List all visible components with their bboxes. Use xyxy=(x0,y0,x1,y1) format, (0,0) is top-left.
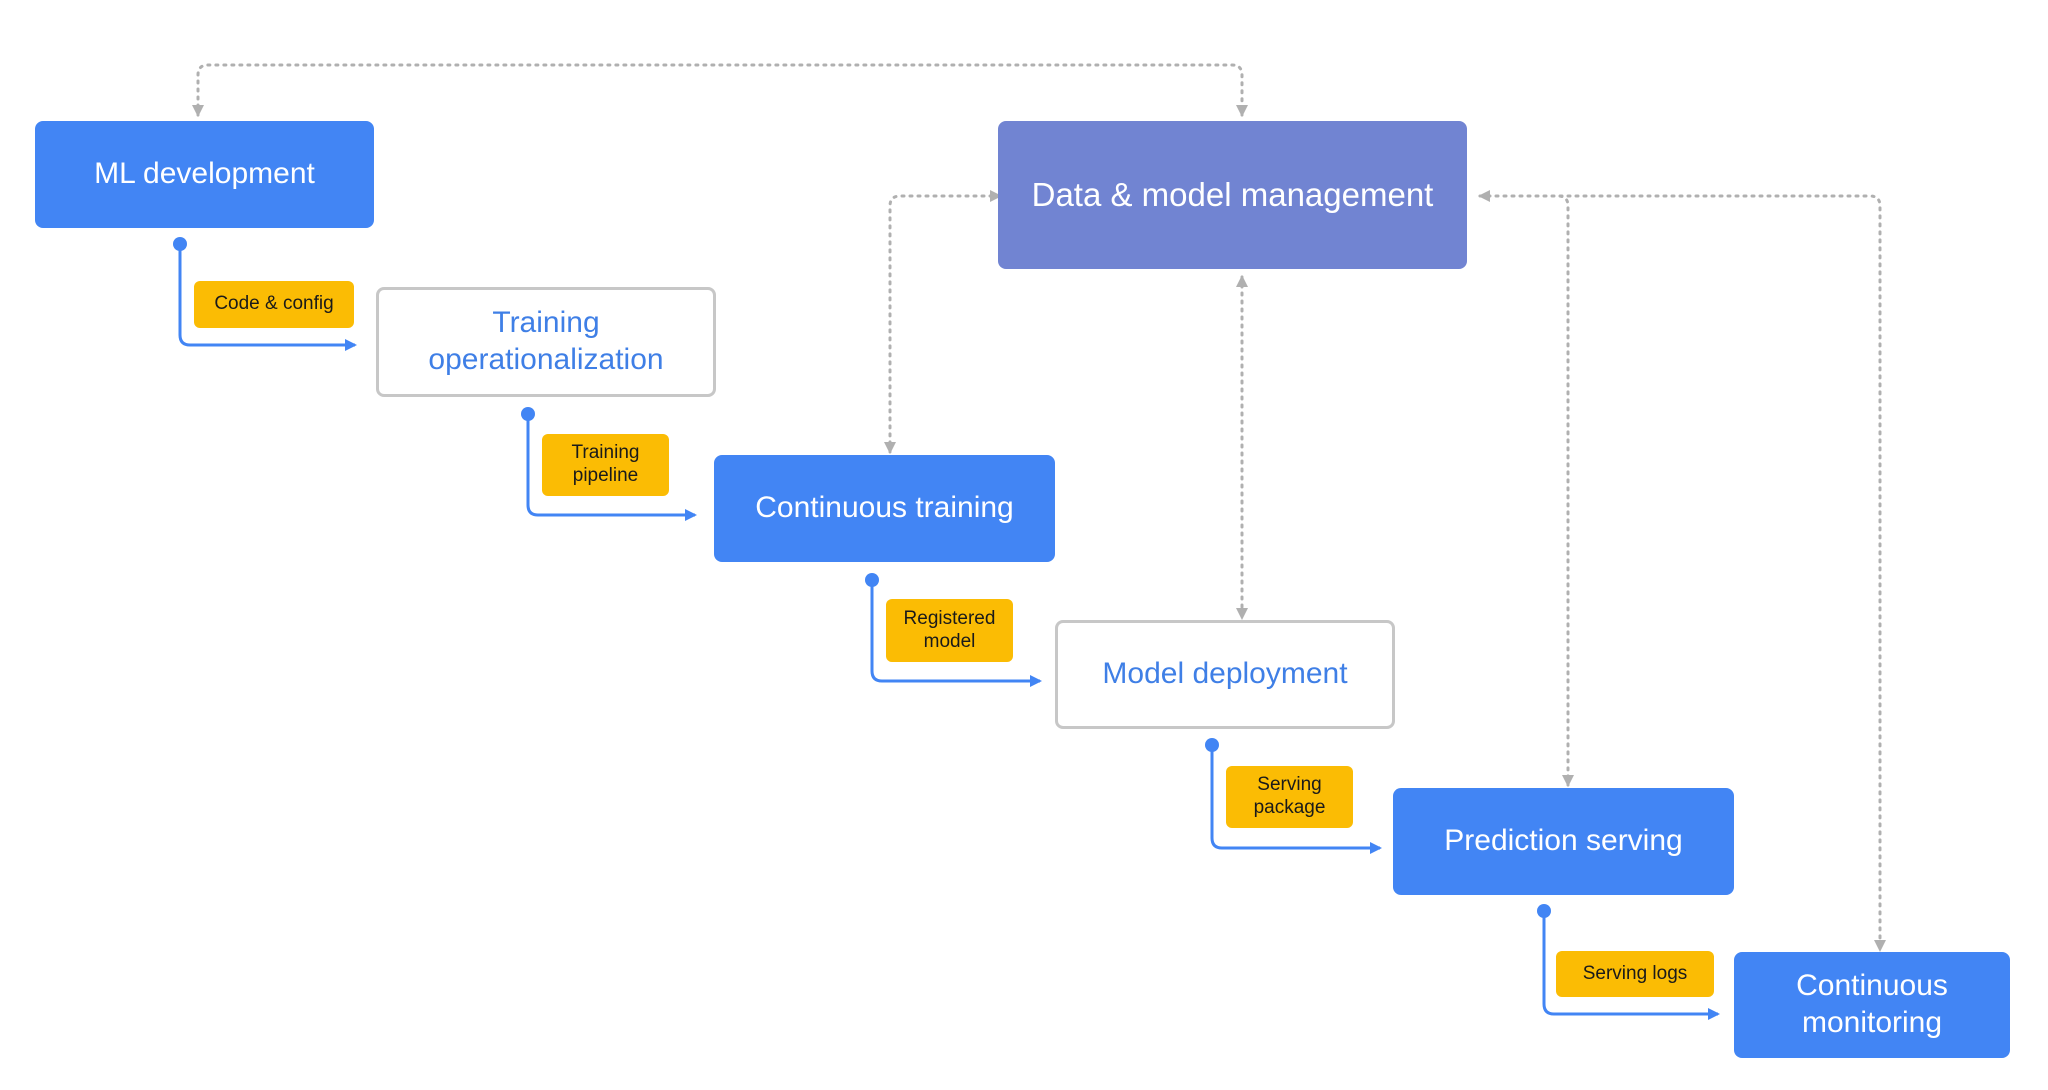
artifact-serving-logs: Serving logs xyxy=(1556,951,1714,997)
node-data-model-management: Data & model management xyxy=(998,121,1467,269)
dotted-connector-continuous-training xyxy=(884,190,1002,454)
node-model-deployment: Model deployment xyxy=(1055,620,1395,729)
flow-arrow-1 xyxy=(178,244,357,351)
node-prediction-serving: Prediction serving xyxy=(1393,788,1734,895)
artifact-serving-package: Serving package xyxy=(1226,766,1353,828)
artifact-training-pipeline: Training pipeline xyxy=(542,434,669,496)
node-continuous-monitoring: Continuous monitoring xyxy=(1734,952,2010,1058)
artifact-registered-model: Registered model xyxy=(886,599,1013,662)
flow-arrow-5 xyxy=(1542,911,1720,1020)
flow-arrow-3 xyxy=(870,580,1042,687)
artifact-code-config: Code & config xyxy=(194,281,354,328)
flow-arrow-2 xyxy=(526,414,697,521)
dotted-connector-ml-to-management xyxy=(192,63,1248,117)
node-ml-development: ML development xyxy=(35,121,374,228)
node-continuous-training: Continuous training xyxy=(714,455,1055,562)
dotted-connector-prediction-serving xyxy=(1478,190,1574,787)
flow-arrow-4 xyxy=(1210,745,1382,854)
node-training-operationalization: Training operationalization xyxy=(376,287,716,397)
